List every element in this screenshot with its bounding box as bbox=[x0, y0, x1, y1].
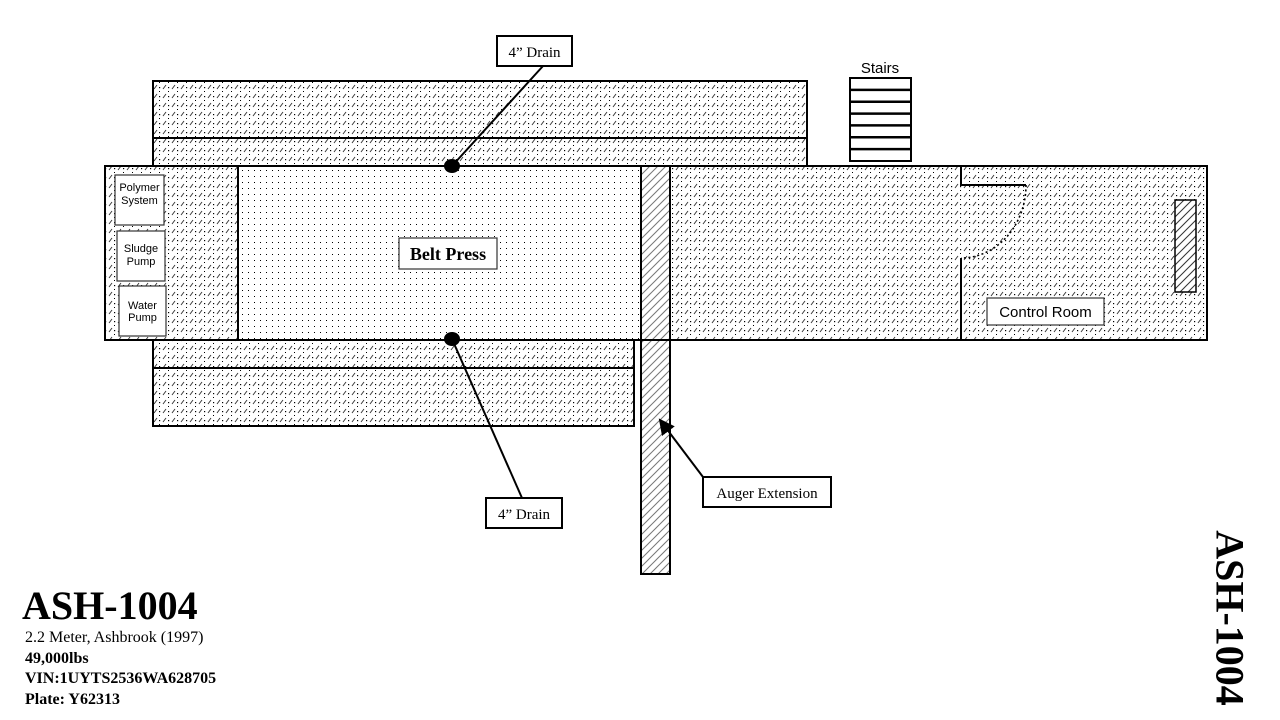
drain-bottom-label: 4” Drain bbox=[498, 507, 551, 523]
side-unit-id: ASH-1004 bbox=[1207, 530, 1253, 706]
polymer-system-label-2: System bbox=[121, 195, 158, 207]
drain-bottom-label-box: 4” Drain bbox=[485, 497, 563, 529]
unit-id-title: ASH-1004 bbox=[22, 583, 198, 628]
polymer-system: Polymer System bbox=[114, 174, 165, 226]
drain-bottom-leader bbox=[451, 338, 523, 499]
water-pump: Water Pump bbox=[118, 285, 167, 337]
upper-conveyor-inner bbox=[152, 137, 808, 167]
unit-plate: Plate: Y62313 bbox=[25, 690, 120, 708]
water-pump-label-2: Pump bbox=[128, 312, 157, 324]
drain-bottom-icon bbox=[444, 332, 460, 346]
control-room-label-box: Control Room bbox=[986, 297, 1105, 326]
lower-conveyor-outer bbox=[152, 367, 635, 427]
unit-vin: VIN:1UYTS2536WA628705 bbox=[25, 670, 217, 687]
unit-description: 2.2 Meter, Ashbrook (1997) bbox=[25, 629, 204, 646]
auger-extension-label-box: Auger Extension bbox=[702, 476, 832, 508]
drain-top-icon bbox=[444, 159, 460, 173]
sludge-pump-label-1: Sludge bbox=[124, 243, 158, 255]
right-bay bbox=[669, 165, 1208, 341]
control-room-label: Control Room bbox=[999, 304, 1092, 321]
drain-top-leader bbox=[451, 65, 544, 167]
water-pump-label-1: Water bbox=[128, 300, 157, 312]
stairs-icon bbox=[849, 77, 912, 162]
drain-top-label: 4” Drain bbox=[508, 45, 561, 61]
lower-conveyor-inner bbox=[152, 339, 635, 369]
unit-weight: 49,000lbs bbox=[25, 649, 89, 667]
belt-press-label-box: Belt Press bbox=[398, 237, 498, 270]
unit-info-block: ASH-1004 2.2 Meter, Ashbrook (1997) 49,0… bbox=[22, 583, 217, 710]
control-room-wall-top bbox=[960, 166, 1026, 186]
auger-extension bbox=[640, 165, 671, 575]
sludge-pump: Sludge Pump bbox=[116, 230, 166, 282]
auger-extension-label: Auger Extension bbox=[716, 486, 818, 502]
upper-conveyor-outer bbox=[152, 80, 808, 139]
control-panel bbox=[1174, 199, 1197, 293]
polymer-system-label-1: Polymer bbox=[119, 182, 160, 194]
auger-leader-arrow bbox=[658, 418, 704, 478]
sludge-pump-label-2: Pump bbox=[127, 256, 156, 268]
door-swing-arc bbox=[960, 184, 1027, 259]
belt-press-label: Belt Press bbox=[410, 244, 486, 264]
drain-top-label-box: 4” Drain bbox=[496, 35, 573, 67]
stairs-label: Stairs bbox=[861, 60, 899, 77]
